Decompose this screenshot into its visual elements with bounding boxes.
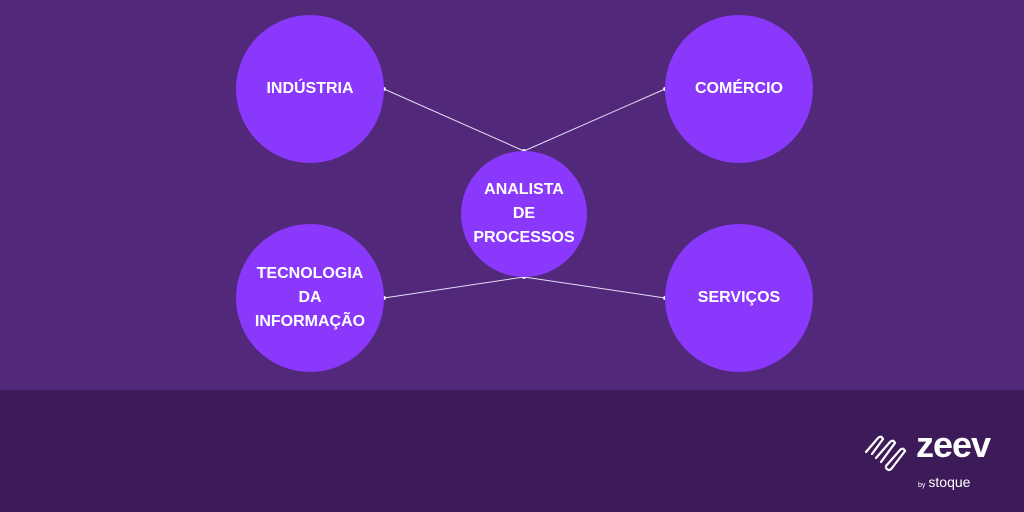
node-comercio: COMÉRCIO <box>665 15 813 163</box>
node-industria: INDÚSTRIA <box>236 15 384 163</box>
connector-industria <box>383 88 525 152</box>
by-text: by <box>918 482 926 489</box>
node-label: ANALISTA DE PROCESSOS <box>473 181 575 246</box>
node-label: TECNOLOGIA DA INFORMAÇÃO <box>254 265 366 330</box>
connector-servicos <box>523 276 666 299</box>
company-name: stoque <box>928 474 971 490</box>
node-label: COMÉRCIO <box>695 80 783 97</box>
node-analista-de-processos: ANALISTA DE PROCESSOS <box>461 151 587 277</box>
zeev-mark-icon <box>864 435 907 472</box>
node-label: INDÚSTRIA <box>266 80 354 97</box>
connector-ti <box>383 276 525 299</box>
node-servicos: SERVIÇOS <box>665 224 813 372</box>
connector-comercio <box>523 88 666 152</box>
footer-band <box>0 390 1024 512</box>
brand-name: zeev <box>916 424 991 465</box>
node-tecnologia-da-informacao: TECNOLOGIA DA INFORMAÇÃO <box>236 224 384 372</box>
node-label: SERVIÇOS <box>697 289 781 306</box>
